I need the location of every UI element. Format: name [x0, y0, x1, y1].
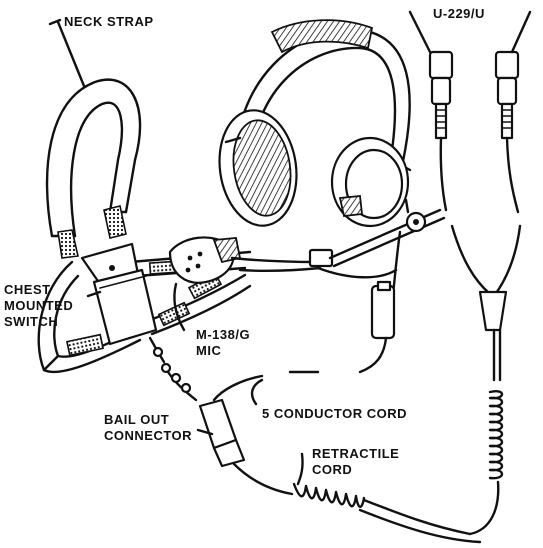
chest-switch-label-line2: MOUNTED — [4, 298, 74, 313]
mic-boom — [328, 198, 446, 268]
bail-out-connector-body — [166, 370, 294, 496]
retractile-cord-coil — [292, 482, 482, 544]
headset-cords — [212, 230, 402, 402]
bail-out-label-line1: BAIL OUT — [104, 412, 170, 427]
retractile-label-line2: CORD — [312, 462, 353, 477]
left-earcup — [218, 109, 298, 227]
y-junction — [450, 224, 522, 536]
bail-out-label-line2: CONNECTOR — [104, 428, 193, 443]
u229-connectors — [428, 50, 520, 214]
conductor-cord-label: 5 CONDUCTOR CORD — [262, 406, 407, 421]
chest-switch-label-line1: CHEST — [4, 282, 51, 297]
connector-model-label: U-229/U — [433, 6, 485, 21]
chest-switch-body — [80, 242, 172, 374]
neck-strap — [45, 78, 142, 259]
right-coil — [488, 389, 504, 480]
mic-label-line2: MIC — [196, 343, 222, 358]
mic-label-line1: M-138/G — [196, 327, 251, 342]
chest-switch-label-line3: SWITCH — [4, 314, 59, 329]
leader-lines — [48, 10, 532, 486]
right-earcup — [330, 136, 410, 228]
retractile-label-line1: RETRACTILE — [312, 446, 400, 461]
neck-strap-label: NECK STRAP — [64, 14, 154, 29]
microphone — [168, 236, 334, 284]
